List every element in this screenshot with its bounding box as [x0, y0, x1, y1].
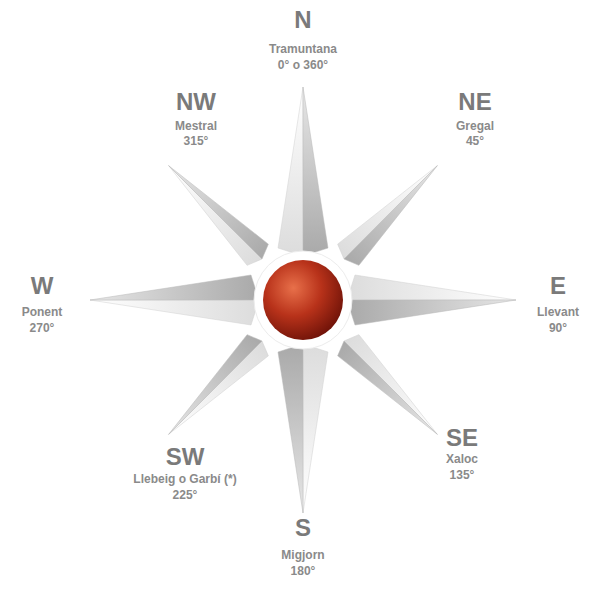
wind-label: 0° o 360° — [278, 59, 328, 72]
wind-label: 90° — [549, 322, 567, 335]
direction-letter: NW — [176, 89, 216, 115]
wind-label: Gregal — [456, 120, 494, 133]
compass-spikes — [90, 87, 516, 513]
wind-label: 135° — [450, 469, 475, 482]
direction-letter: W — [31, 273, 54, 299]
wind-label: Mestral — [175, 120, 217, 133]
wind-label: Migjorn — [281, 549, 324, 562]
wind-label: 315° — [184, 135, 209, 148]
wind-label: 180° — [291, 565, 316, 578]
wind-label: Tramuntana — [269, 43, 337, 56]
direction-letter: N — [294, 7, 311, 33]
direction-letter: SE — [446, 425, 478, 451]
wind-label: Xaloc — [446, 453, 478, 466]
wind-label: Ponent — [22, 306, 63, 319]
direction-letter: S — [295, 515, 311, 541]
wind-label: 225° — [173, 489, 198, 502]
wind-label: 270° — [30, 322, 55, 335]
wind-label: Llebeig o Garbí (*) — [133, 473, 236, 486]
direction-letter: SW — [166, 444, 205, 470]
wind-label: 45° — [466, 135, 484, 148]
direction-letter: NE — [458, 89, 491, 115]
wind-label: Llevant — [537, 306, 579, 319]
direction-letter: E — [550, 273, 566, 299]
